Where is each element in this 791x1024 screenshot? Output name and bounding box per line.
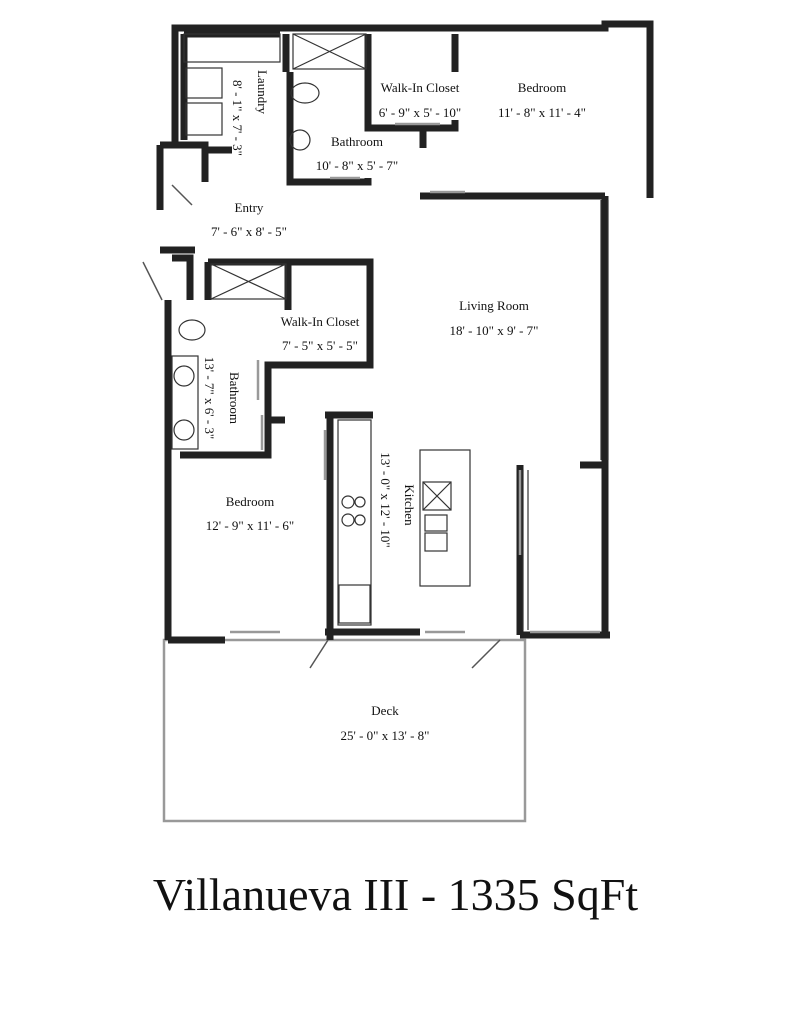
bathroom-top-label: Bathroom	[331, 134, 383, 149]
toilet-top	[290, 82, 320, 104]
deck-label: Deck	[371, 703, 399, 718]
plan-title: Villanueva III - 1335 SqFt	[152, 869, 639, 920]
entry-label: Entry	[235, 200, 264, 215]
kitchen-island	[419, 449, 471, 587]
closet-top-size: 6' - 9" x 5' - 10"	[379, 105, 461, 120]
closet-left-size: 7' - 5" x 5' - 5"	[282, 338, 358, 353]
bathroom-top-size: 10' - 8" x 5' - 7"	[316, 158, 398, 173]
living-label: Living Room	[459, 298, 529, 313]
walls	[156, 20, 654, 644]
washer	[185, 67, 223, 99]
sink-top	[289, 129, 311, 151]
doors	[142, 122, 600, 669]
shower-left	[210, 263, 287, 300]
laundry-size: 8' - 1" x 7' - 3"	[230, 80, 245, 156]
deck-size: 25' - 0" x 13' - 8"	[341, 728, 430, 743]
deck-outline	[162, 638, 527, 823]
living-size: 18' - 10" x 9' - 7"	[450, 323, 539, 338]
kitchen-counter	[337, 419, 372, 626]
entry-size: 7' - 6" x 8' - 5"	[211, 224, 287, 239]
bedroom-left-size: 12' - 9" x 11' - 6"	[206, 518, 294, 533]
kitchen-size: 13' - 0" x 12' - 10"	[378, 452, 393, 547]
bathroom-left-label: Bathroom	[227, 372, 242, 424]
oven	[338, 584, 371, 624]
closet-left-label: Walk-In Closet	[281, 314, 360, 329]
shower-top	[292, 33, 367, 70]
dryer	[185, 102, 223, 136]
sink-island	[424, 514, 448, 532]
bedroom-top-size: 11' - 8" x 11' - 4"	[498, 105, 586, 120]
closet-top-label: Walk-In Closet	[381, 80, 460, 95]
bedroom-top-label: Bedroom	[518, 80, 566, 95]
cooktop	[422, 481, 452, 511]
fixtures	[171, 33, 471, 626]
laundry-label: Laundry	[255, 70, 270, 115]
toilet-left	[178, 319, 206, 341]
bedroom-left-label: Bedroom	[226, 494, 274, 509]
room-labels: Laundry 8' - 1" x 7' - 3" Bathroom 10' -…	[202, 70, 586, 743]
kitchen-label: Kitchen	[402, 484, 417, 526]
vanity	[171, 355, 199, 450]
bathroom-left-size: 13' - 7" x 6' - 3"	[202, 357, 217, 439]
